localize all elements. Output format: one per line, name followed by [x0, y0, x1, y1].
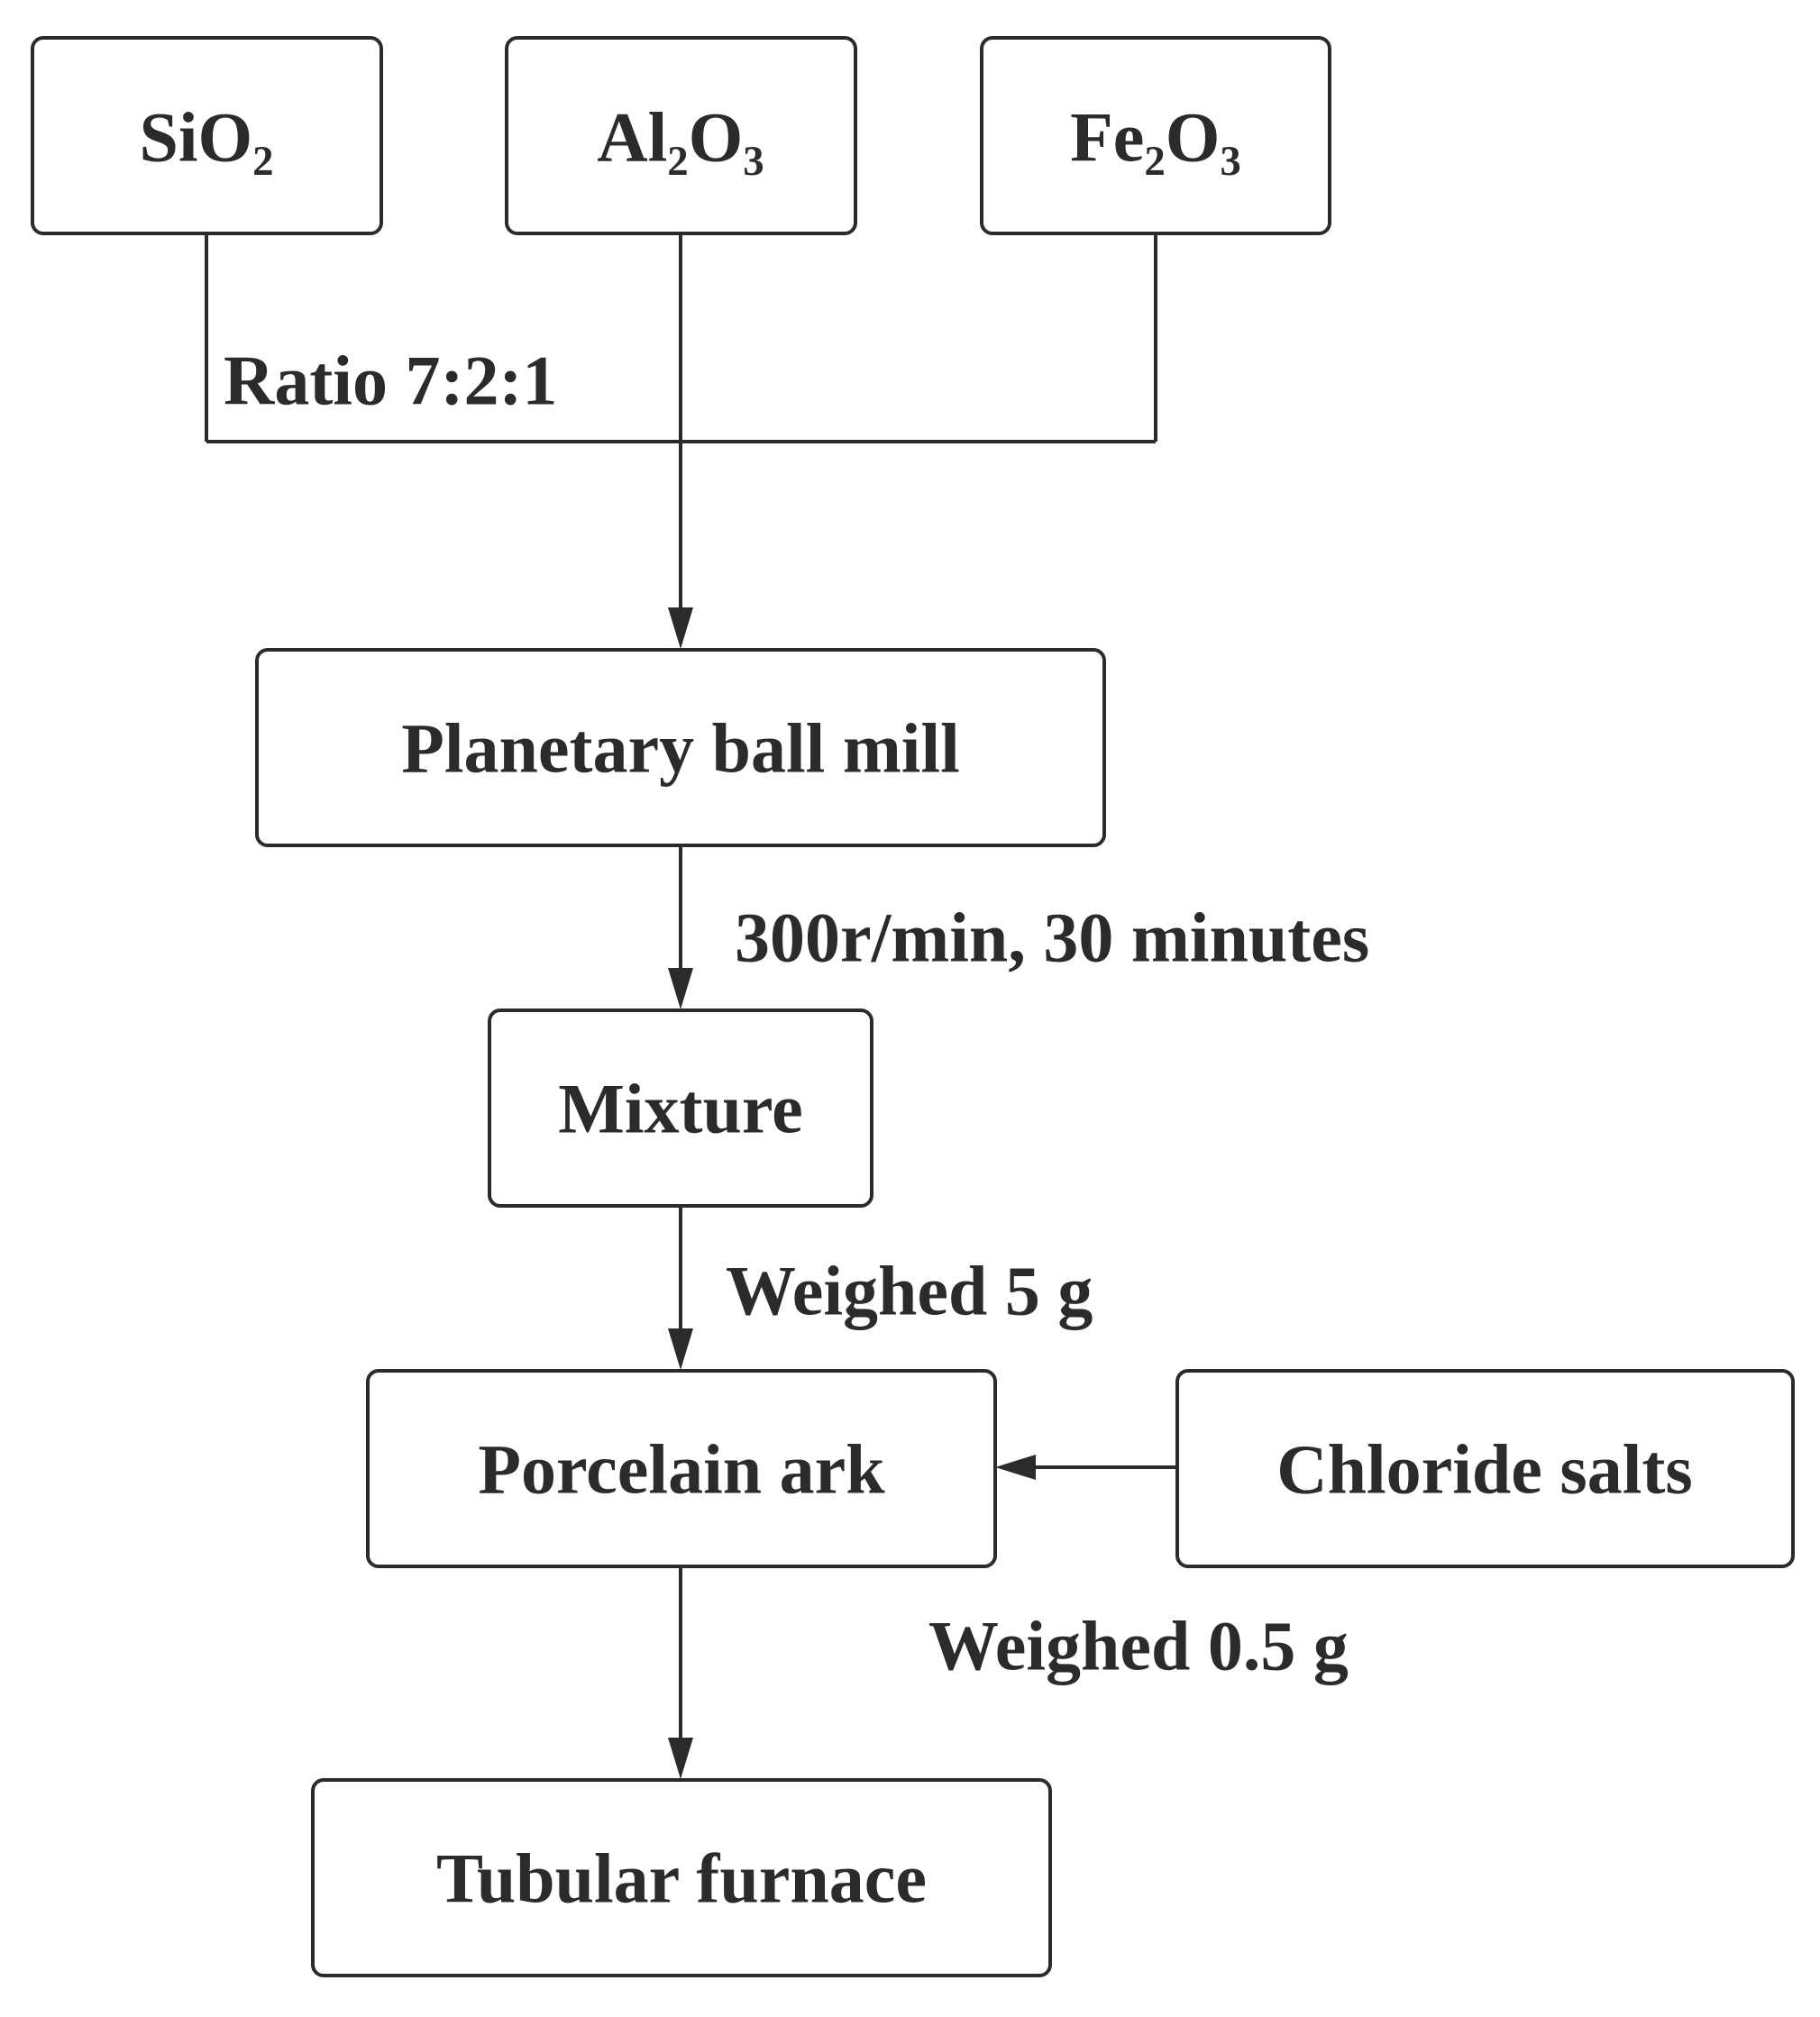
node-al2o3-label: Al₂O₃ [597, 98, 764, 177]
node-ball-mill-label: Planetary ball mill [401, 709, 960, 788]
box-al2o3 [505, 36, 857, 235]
box-planetary-ball-mill [255, 648, 1106, 847]
edge-label-weighed-salts: Weighed 0.5 g [928, 1607, 1349, 1685]
box-chloride-salts [1175, 1369, 1795, 1568]
node-porcelain-ark-label: Porcelain ark [478, 1430, 885, 1509]
edge-label-ratio: Ratio 7:2:1 [224, 342, 557, 420]
box-fe2o3 [980, 36, 1331, 235]
box-sio2 [31, 36, 383, 235]
edge-label-milling: 300r/min, 30 minutes [735, 899, 1369, 977]
node-mixture-label: Mixture [558, 1070, 802, 1148]
arrowhead-salts-to-ark [995, 1455, 1036, 1480]
node-tubular-furnace-label: Tubular furnace [436, 1839, 927, 1918]
box-porcelain-ark [366, 1369, 997, 1568]
arrowhead-to-tubular-furnace [668, 1738, 693, 1779]
node-fe2o3-label: Fe₂O₃ [1070, 98, 1241, 177]
box-tubular-furnace [311, 1778, 1052, 1977]
box-mixture [488, 1008, 873, 1208]
arrowhead-to-porcelain-ark [668, 1328, 693, 1370]
node-chloride-salts-label: Chloride salts [1276, 1430, 1693, 1509]
edge-label-weighed-mixture: Weighed 5 g [726, 1252, 1093, 1330]
arrowhead-to-ball-mill [668, 607, 693, 649]
node-sio2-label: SiO₂ [139, 98, 273, 177]
arrowhead-to-mixture [668, 968, 693, 1009]
